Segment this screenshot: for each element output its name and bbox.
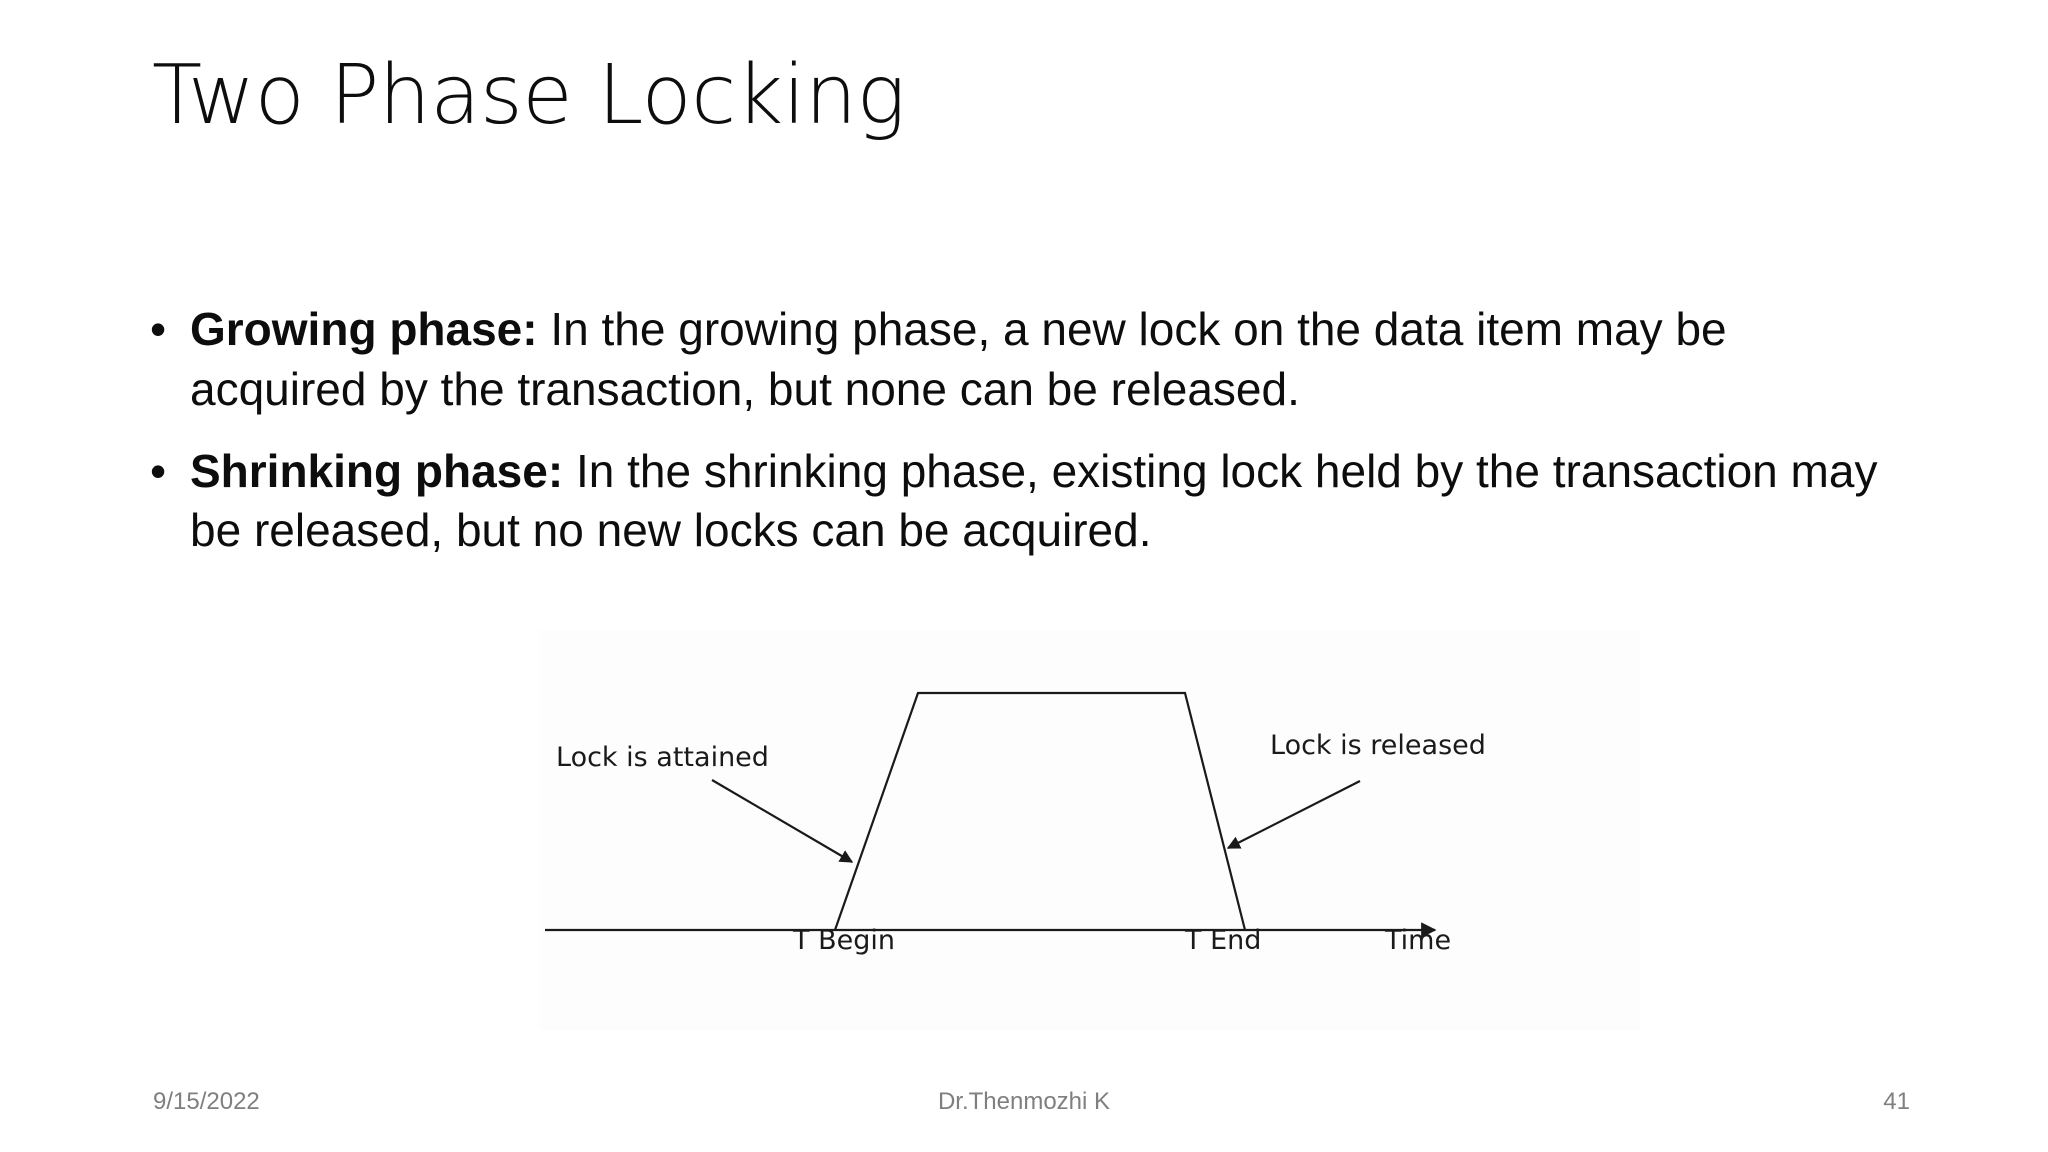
list-item: • Shrinking phase: In the shrinking phas… xyxy=(150,442,1910,562)
list-item-lead: Growing phase: xyxy=(190,303,538,355)
list-item-text: Shrinking phase: In the shrinking phase,… xyxy=(190,442,1910,562)
list-item-body: In the shrinking phase, existing lock he… xyxy=(190,444,1878,557)
bullet-marker-icon: • xyxy=(150,303,167,355)
list-item-text: Growing phase: In the growing phase, a n… xyxy=(190,300,1910,420)
label-lock-released: Lock is released xyxy=(1270,730,1486,761)
footer-author: Dr.Thenmozhi K xyxy=(937,1088,1111,1115)
lock-count-trapezoid xyxy=(833,691,1247,931)
footer-date: 9/15/2022 xyxy=(153,1088,260,1115)
list-item-lead: Shrinking phase: xyxy=(190,444,564,497)
list-item: • Growing phase: In the growing phase, a… xyxy=(150,300,1910,420)
page-title: Two Phase Locking xyxy=(152,48,906,143)
footer-page-number: 41 xyxy=(1883,1088,1910,1115)
label-t-end: T End xyxy=(1185,925,1262,956)
lock-attained-arrow xyxy=(711,779,854,863)
label-t-begin: T Begin xyxy=(793,925,895,956)
bullet-marker-icon: • xyxy=(150,444,167,497)
bullet-list: • Growing phase: In the growing phase, a… xyxy=(150,300,1910,583)
list-item-body: In the growing phase, a new lock on the … xyxy=(190,303,1727,415)
label-lock-attained: Lock is attained xyxy=(556,742,769,773)
label-time-axis: Time xyxy=(1385,925,1452,956)
two-phase-locking-diagram: Lock is attained Lock is released T Begi… xyxy=(540,630,1640,1030)
lock-released-arrow xyxy=(1226,780,1361,849)
diagram-graphic xyxy=(545,691,1437,938)
